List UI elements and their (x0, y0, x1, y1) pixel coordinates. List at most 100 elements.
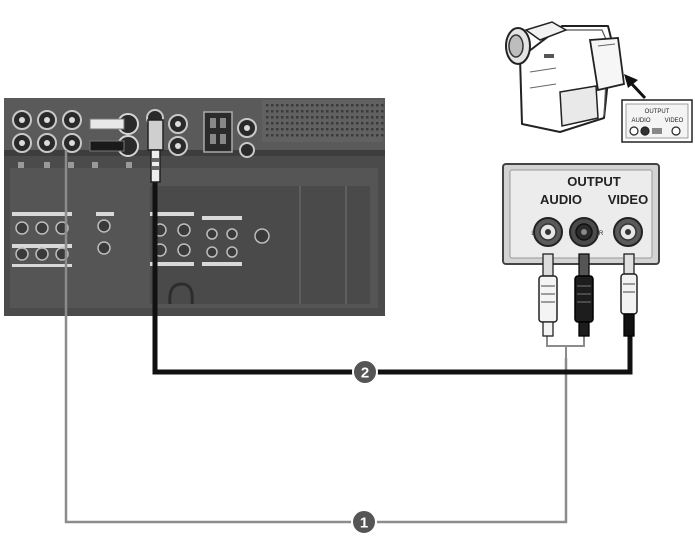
vent-slot (361, 104, 364, 107)
vent-slot (366, 110, 369, 113)
camcorder-output-panel: OUTPUT AUDIO VIDEO (621, 99, 693, 143)
vent-slot (381, 128, 384, 131)
vent-slot (351, 116, 354, 119)
vent-slot (301, 116, 304, 119)
camcorder (505, 21, 625, 133)
vent-slot (281, 122, 284, 125)
vent-slot (316, 122, 319, 125)
vent-slot (361, 110, 364, 113)
vent-slot (381, 116, 384, 119)
vent-slot (286, 110, 289, 113)
vent-slot (296, 110, 299, 113)
vent-slot (346, 110, 349, 113)
vent-slot (286, 122, 289, 125)
vent-slot (336, 122, 339, 125)
vent-slot (266, 104, 269, 107)
vent-slot (341, 134, 344, 137)
vent-slot (336, 110, 339, 113)
vent-slot (306, 122, 309, 125)
vent-slot (271, 122, 274, 125)
vent-slot (346, 134, 349, 137)
video-jack (613, 217, 643, 247)
vent-slot (371, 116, 374, 119)
vent-slot (321, 128, 324, 131)
video-cable-2 (147, 119, 633, 375)
vent-slot (296, 104, 299, 107)
vent-slot (341, 116, 344, 119)
video-label: VIDEO (608, 192, 648, 207)
vent-slot (271, 128, 274, 131)
vent-slot (361, 122, 364, 125)
camcorder-video-label: VIDEO (665, 118, 684, 124)
vent-slot (366, 116, 369, 119)
vent-slot (351, 110, 354, 113)
vent-slot (346, 104, 349, 107)
vent-slot (376, 104, 379, 107)
vent-slot (306, 110, 309, 113)
vent-slot (331, 104, 334, 107)
vent-slot (351, 122, 354, 125)
vent-slot (301, 122, 304, 125)
vent-slot (331, 134, 334, 137)
vent-slot (341, 110, 344, 113)
vent-slot (356, 122, 359, 125)
vent-slot (371, 104, 374, 107)
vent-slot (276, 128, 279, 131)
vent-slot (316, 104, 319, 107)
audio-right-jack (569, 217, 599, 247)
vent-slot (291, 128, 294, 131)
vent-slot (281, 134, 284, 137)
vent-slot (376, 122, 379, 125)
output-heading: OUTPUT (567, 174, 621, 189)
vent-slot (321, 104, 324, 107)
vent-slot (266, 122, 269, 125)
vent-slot (346, 116, 349, 119)
output-jack-panel: OUTPUT AUDIO VIDEO L R (502, 163, 660, 265)
vent-slot (321, 122, 324, 125)
vent-slot (291, 116, 294, 119)
tv-audio-plugs (89, 118, 125, 152)
vent-slot (291, 110, 294, 113)
vent-slot (281, 110, 284, 113)
audio-cable-1 (64, 150, 585, 524)
vent-slot (271, 110, 274, 113)
vent-slot (296, 134, 299, 137)
vent-slot (381, 134, 384, 137)
vent-slot (266, 134, 269, 137)
vent-slot (321, 134, 324, 137)
vent-slot (286, 128, 289, 131)
vent-slot (366, 134, 369, 137)
vent-slot (311, 122, 314, 125)
vent-slot (366, 122, 369, 125)
vent-slot (371, 110, 374, 113)
vent-slot (376, 134, 379, 137)
vent-slot (266, 128, 269, 131)
vent-slot (361, 116, 364, 119)
vent-slot (266, 110, 269, 113)
vent-slot (336, 104, 339, 107)
vent-slot (316, 110, 319, 113)
vent-slot (326, 110, 329, 113)
vent-slot (281, 104, 284, 107)
vent-slot (356, 116, 359, 119)
vent-slot (376, 110, 379, 113)
rca-plug-audio-left (538, 253, 558, 337)
vent-slot (306, 134, 309, 137)
vent-slot (346, 122, 349, 125)
vent-slot (331, 128, 334, 131)
vent-slot (356, 104, 359, 107)
vent-slot (276, 134, 279, 137)
vent-slot (326, 116, 329, 119)
vent-slot (341, 122, 344, 125)
vent-slot (351, 104, 354, 107)
vent-slot (271, 134, 274, 137)
vent-slot (276, 110, 279, 113)
vent-slot (306, 116, 309, 119)
vent-slot (336, 116, 339, 119)
vent-grille (262, 100, 384, 142)
vent-slot (301, 128, 304, 131)
vent-slot (326, 104, 329, 107)
audio-left-jack (533, 217, 563, 247)
vent-slot (316, 134, 319, 137)
vent-slot (296, 128, 299, 131)
